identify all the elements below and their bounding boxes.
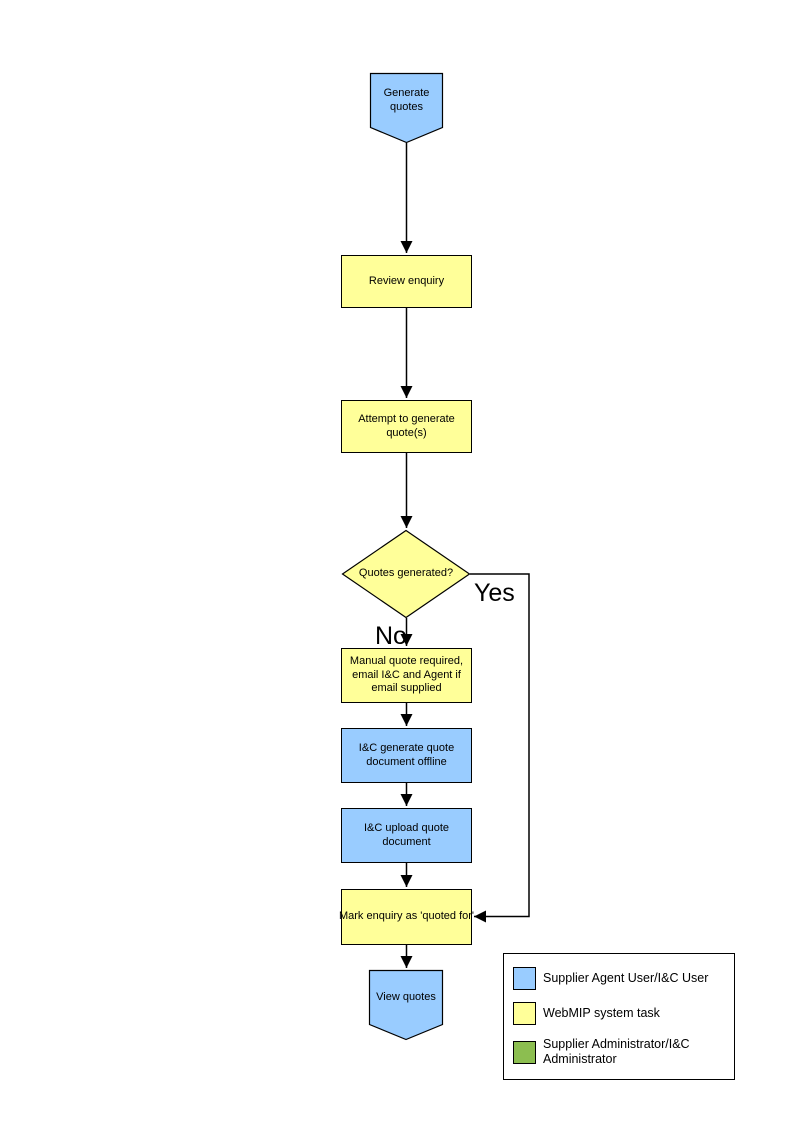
node-label: I&C upload quote document	[363, 821, 449, 848]
node-ic-generate-offline: I&C generate quote document offline	[341, 728, 472, 783]
node-manual-quote-required: Manual quote required, email I&C and Age…	[341, 648, 472, 703]
legend-item-system-task: WebMIP system task	[513, 1002, 724, 1025]
node-view-quotes: View quotes	[368, 969, 444, 1041]
node-label: Review enquiry	[368, 274, 445, 287]
node-attempt-generate: Attempt to generate quote(s)	[341, 400, 472, 453]
legend: Supplier Agent User/I&C User WebMIP syst…	[503, 953, 735, 1080]
legend-label: WebMIP system task	[543, 1006, 660, 1020]
legend-swatch-green	[513, 1040, 536, 1064]
pentagon-shape	[369, 72, 444, 144]
node-label: Attempt to generate quote(s)	[358, 412, 455, 439]
node-quotes-generated-decision: Quotes generated?	[341, 529, 471, 619]
node-label: Quotes generated?	[358, 567, 454, 580]
node-label: View quotes	[376, 991, 436, 1004]
legend-label: Supplier Administrator/I&C Administrator	[543, 1037, 690, 1066]
legend-swatch-yellow	[513, 1002, 536, 1025]
legend-item-administrator: Supplier Administrator/I&C Administrator	[513, 1037, 724, 1067]
node-label: Generate quotes	[383, 87, 430, 113]
node-mark-enquiry-quoted: Mark enquiry as 'quoted for'	[338, 889, 475, 945]
node-generate-quotes: Generate quotes	[369, 72, 444, 144]
diamond-shape	[341, 529, 471, 619]
node-ic-upload-document: I&C upload quote document	[341, 808, 472, 863]
node-label: Manual quote required, email I&C and Age…	[349, 654, 464, 695]
edge-label-yes: Yes	[474, 579, 515, 607]
legend-label: Supplier Agent User/I&C User	[543, 971, 709, 985]
edge-decision-yes-mark	[470, 573, 530, 923]
legend-item-agent-user: Supplier Agent User/I&C User	[513, 967, 724, 990]
pentagon-shape	[368, 969, 444, 1041]
node-review-enquiry: Review enquiry	[341, 255, 472, 308]
edge-label-no: No	[375, 622, 407, 650]
node-label: Mark enquiry as 'quoted for'	[338, 910, 475, 923]
legend-swatch-blue	[513, 967, 536, 990]
node-label: I&C generate quote document offline	[358, 741, 455, 768]
